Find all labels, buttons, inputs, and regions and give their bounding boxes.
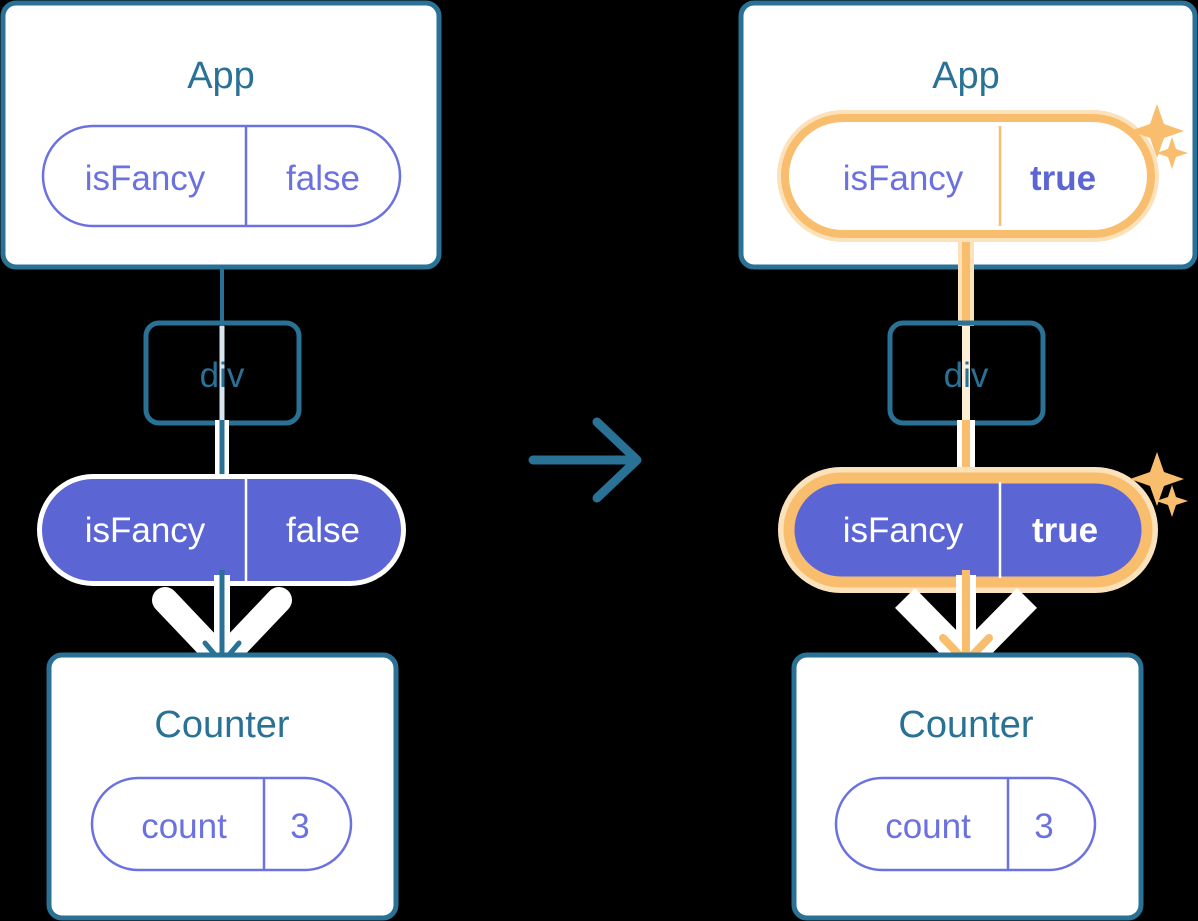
app-title-after: App <box>932 55 1000 97</box>
app-pill-value-after: true <box>1030 159 1096 198</box>
counter-title-before: Counter <box>154 704 290 746</box>
prop-pill-before <box>42 479 401 581</box>
counter-pill-before <box>90 776 353 872</box>
right-arrow-icon <box>592 417 642 503</box>
counter-pill-value-after: 3 <box>1034 807 1053 846</box>
app-pill-name-after: isFancy <box>843 159 964 198</box>
counter-pill-name-before: count <box>141 807 227 846</box>
app-pill-name-before: isFancy <box>85 159 206 198</box>
counter-title-after: Counter <box>898 704 1034 746</box>
sparkle-large-icon-app <box>1130 104 1184 158</box>
div-title-before: div <box>200 356 245 395</box>
sparkle-small-icon-prop <box>1156 485 1188 517</box>
sparkle-large-icon-prop <box>1130 452 1184 506</box>
counter-pill-after <box>834 776 1097 872</box>
app-pill-ring-after <box>781 114 1155 238</box>
sparkle-small-icon-app <box>1156 137 1188 169</box>
app-pill-before <box>41 124 402 228</box>
prop-pill-value-after: true <box>1032 511 1098 550</box>
app-pill-value-before: false <box>286 159 360 198</box>
prop-pill-value-before: false <box>286 511 360 550</box>
counter-pill-name-after: count <box>885 807 971 846</box>
counter-pill-value-before: 3 <box>290 807 309 846</box>
prop-pill-name-after: isFancy <box>843 511 964 550</box>
prop-pill-name-before: isFancy <box>85 511 206 550</box>
div-title-after: div <box>944 356 989 395</box>
app-title-before: App <box>187 55 255 97</box>
